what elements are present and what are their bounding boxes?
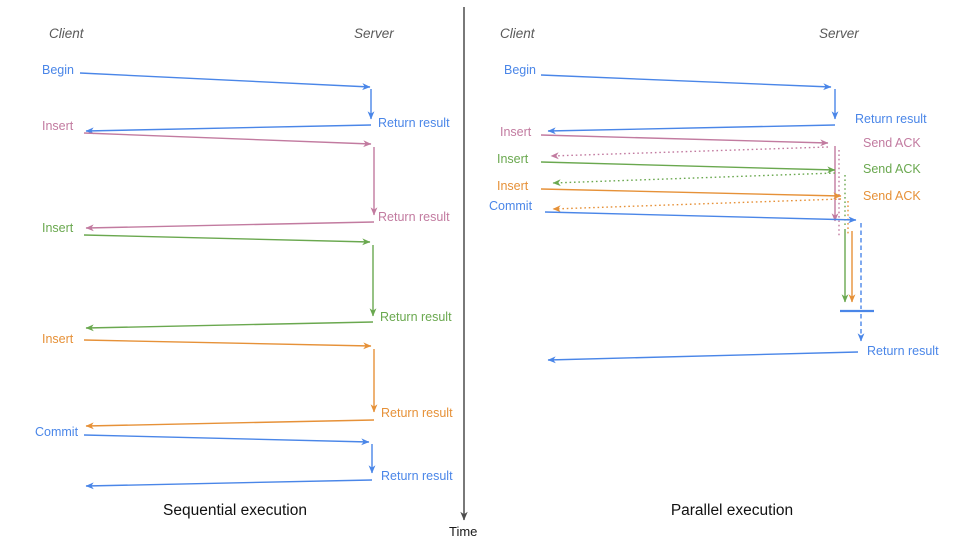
left-begin-exchange (79, 72, 375, 135)
return-arrow (547, 124, 836, 135)
left-insert2-exchange (83, 234, 377, 332)
left-insert2-label: Insert (42, 221, 74, 235)
right-final-return-label: Return result (867, 344, 939, 358)
send-arrow (540, 188, 842, 200)
right-commit-exchange (544, 211, 874, 364)
ack-arrow (552, 198, 842, 213)
right-insert2-ack-label: Send ACK (863, 162, 921, 176)
left-insert1-exchange (83, 132, 378, 232)
return-arrow (85, 479, 373, 490)
send-arrow (83, 132, 372, 148)
return-arrow (85, 321, 374, 332)
send-arrow (544, 211, 857, 224)
left-commit-label: Commit (35, 425, 79, 439)
left-server-header: Server (354, 26, 394, 41)
right-server-header: Server (819, 26, 859, 41)
left-panel-title: Sequential execution (163, 502, 307, 519)
return-arrow (85, 419, 375, 430)
left-insert3-return-label: Return result (381, 406, 453, 420)
right-insert3-ack-label: Send ACK (863, 189, 921, 203)
send-arrow (83, 434, 370, 446)
right-insert1-exchange (540, 134, 840, 236)
left-commit-return-label: Return result (381, 469, 453, 483)
time-axis-label: Time (449, 524, 478, 539)
ack-arrow (550, 146, 829, 160)
left-commit-exchange (83, 434, 376, 490)
left-client-header: Client (49, 26, 84, 41)
return-arrow (85, 221, 375, 232)
left-insert1-label: Insert (42, 119, 74, 133)
ack-arrow (552, 172, 836, 187)
right-commit-label: Commit (489, 199, 533, 213)
right-begin-return-label: Return result (855, 112, 927, 126)
right-insert1-label: Insert (500, 125, 532, 139)
left-insert3-exchange (83, 339, 378, 430)
send-arrow (540, 161, 836, 174)
send-arrow (79, 72, 371, 91)
right-insert2-exchange (540, 161, 849, 303)
left-begin-return-label: Return result (378, 116, 450, 130)
left-begin-label: Begin (42, 63, 74, 77)
right-panel-title: Parallel execution (670, 502, 794, 519)
right-client-header: Client (500, 26, 535, 41)
left-insert3-label: Insert (42, 332, 74, 346)
send-arrow (83, 339, 372, 350)
right-insert3-exchange (540, 188, 856, 303)
right-begin-exchange (540, 74, 839, 135)
return-arrow (85, 124, 372, 135)
return-arrow (547, 351, 859, 364)
right-insert2-label: Insert (497, 152, 529, 166)
send-arrow (83, 234, 371, 246)
left-insert2-return-label: Return result (380, 310, 452, 324)
send-arrow (540, 134, 829, 147)
left-insert1-return-label: Return result (378, 210, 450, 224)
send-arrow (540, 74, 832, 91)
right-begin-label: Begin (504, 63, 536, 77)
right-insert1-ack-label: Send ACK (863, 136, 921, 150)
right-insert3-label: Insert (497, 179, 529, 193)
